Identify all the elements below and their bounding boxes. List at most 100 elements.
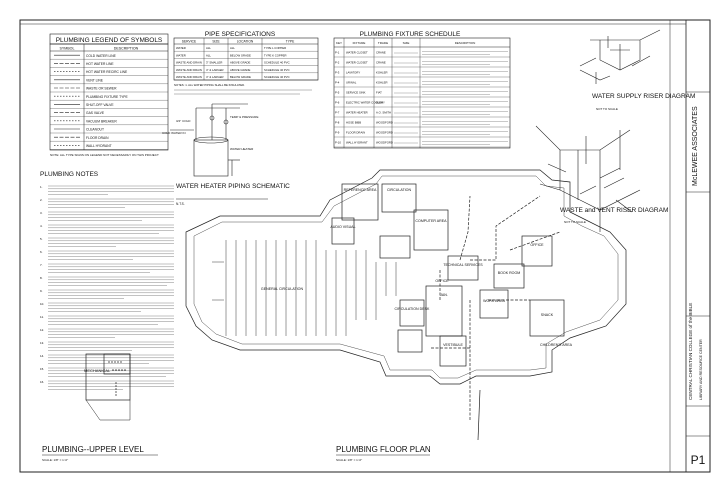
legend-description: VACUUM BREAKER: [86, 119, 117, 123]
fixture-cell: CRANE: [376, 61, 386, 65]
legend-description: WALL HYDRANT: [86, 144, 112, 148]
pipe-spec-cell: SCHEDULE 40 PVC: [264, 68, 290, 72]
waste-vent-riser: [535, 125, 641, 232]
water-supply-title: WATER SUPPLY RISER DIAGRAM: [592, 93, 695, 100]
fixture-schedule-title: PLUMBING FIXTURE SCHEDULE: [360, 31, 461, 38]
fixture-cell: SERVICE SINK: [346, 91, 366, 95]
firm-name: McLEWEE ASSOCIATES: [692, 106, 699, 186]
room-office-a: OFFICE: [435, 279, 449, 283]
water-heater-title: WATER HEATER PIPING SCHEMATIC: [176, 183, 290, 190]
note-number: 12.: [40, 328, 44, 332]
svg-text:3/4" COLD: 3/4" COLD: [176, 119, 191, 123]
pipe-spec-cell: SCHEDULE 40 PVC: [264, 61, 290, 65]
note-number: 1.: [40, 185, 43, 189]
fixture-cell: WOODFORD: [376, 121, 393, 125]
fixture-cell: A.O. SMITH: [376, 111, 391, 115]
floor-plan: [185, 169, 627, 441]
fixture-cell: WOODFORD: [376, 141, 393, 145]
note-number: 15.: [40, 367, 44, 371]
legend-description: GAS VALVE: [86, 111, 105, 115]
note-number: 6.: [40, 250, 43, 254]
fixture-cell: WATER CLOSET: [346, 61, 368, 65]
fixture-cell: FLOOR DRAIN: [346, 131, 365, 135]
room-work-area: WORK AREA: [483, 299, 505, 303]
waste-vent-title: WASTE and VENT RISER DIAGRAM: [560, 207, 668, 214]
pipe-spec-cell: TYPE L COPPER: [264, 46, 286, 50]
project-name: CENTRAL CHRISTIAN COLLEGE of the BIBLE: [688, 303, 693, 400]
floor-plan-title: PLUMBING FLOOR PLAN: [336, 445, 431, 454]
room-book-room: BOOK ROOM: [498, 271, 521, 275]
legend-col-description: DESCRIPTION: [114, 47, 139, 51]
room-circulation: CIRCULATION: [387, 188, 411, 192]
pipe-col-type: TYPE: [286, 40, 295, 44]
pipe-spec-cell: 3" SMALLER: [206, 61, 222, 65]
note-number: 11.: [40, 315, 44, 319]
upper-level-title: PLUMBING--UPPER LEVEL: [42, 445, 144, 454]
note-number: 9.: [40, 289, 43, 293]
svg-text:COLD WATER IN: COLD WATER IN: [162, 131, 186, 135]
fixture-col-trade: TRADE: [378, 41, 388, 45]
pipe-col-size: SIZE: [212, 40, 220, 44]
pipe-spec-cell: WATER: [176, 46, 186, 50]
pipe-spec-cell: BELOW GRADE: [230, 53, 251, 57]
fixture-col-size: SIZE: [403, 41, 410, 45]
pipe-spec-cell: TYPE K COPPER: [264, 53, 287, 57]
note-number: 10.: [40, 302, 44, 306]
pipe-spec-cell: ABOVE GRADE: [230, 61, 250, 65]
legend-description: COLD WATER LINE: [86, 54, 117, 58]
pipe-spec-cell: 4" & LARGER: [206, 75, 223, 79]
fixture-cell: P-1: [335, 51, 340, 55]
pipe-spec-cell: 4" & LARGER: [206, 68, 223, 72]
pipe-spec-cell: SCHEDULE 40 PVC: [264, 75, 290, 79]
pipe-spec-cell: ALL: [206, 46, 211, 50]
upper-level-scale: SCALE: 1/8" = 1'-0": [42, 458, 68, 462]
fixture-cell: URINAL: [346, 81, 357, 85]
fixture-cell: P-5: [335, 91, 340, 95]
fixture-cell: KOHLER: [376, 81, 388, 85]
room-snack: SNACK: [541, 313, 554, 317]
legend-description: FLOOR DRAIN: [86, 136, 109, 140]
project-subtitle: LIBRARY AND RESOURCE CENTER: [699, 339, 703, 400]
legend-table: PLUMBING LEGEND OF SYMBOLS SYMBOL DESCRI…: [49, 33, 169, 157]
water-supply-riser: [579, 29, 661, 84]
legend-description: HOT WATER RECIRC LINE: [86, 70, 128, 74]
fixture-cell: P-10: [335, 141, 341, 145]
legend-description: WASTE OR SEWER: [86, 87, 117, 91]
room-vestibule: VESTIBULE: [443, 343, 463, 347]
fixture-cell: P-3: [335, 71, 340, 75]
fixture-cell: WATER CLOSET: [346, 51, 368, 55]
room-audio-visual: AUDIO VISUAL: [330, 225, 355, 229]
room-jan: JAN.: [440, 293, 448, 297]
fixture-cell: CRANE: [376, 51, 386, 55]
fixture-cell: P-8: [335, 121, 340, 125]
room-general-circulation: GENERAL CIRCULATION: [261, 287, 304, 291]
pipe-spec-cell: ABOVE GRADE: [230, 68, 250, 72]
pipe-spec-cell: BELOW GRADE: [230, 75, 251, 79]
pipe-spec-note: NOTES: 1. ALL WATER PIPING SHALL BE INSU…: [174, 83, 245, 87]
upper-level-plan: [85, 353, 131, 421]
legend-description: VENT LINE: [86, 78, 104, 82]
svg-text:WATER HEATER: WATER HEATER: [230, 147, 254, 151]
note-number: 16.: [40, 380, 44, 384]
note-number: 8.: [40, 276, 43, 280]
room-mechanical: MECHANICAL: [84, 368, 111, 373]
legend-description: PLUMBING FIXTURE TYPE: [86, 95, 129, 99]
water-heater-nts: N.T.S.: [176, 202, 185, 206]
sheet-number: P1: [691, 453, 706, 467]
note-number: 2.: [40, 198, 43, 202]
fixture-cell: WOODFORD: [376, 131, 393, 135]
fixture-cell: WALL HYDRANT: [346, 141, 368, 145]
pipe-spec-cell: ALL: [206, 53, 211, 57]
legend-description: SHUT-OFF VALVE: [86, 103, 114, 107]
note-number: 4.: [40, 224, 43, 228]
pipe-specifications-table: PIPE SPECIFICATIONS SERVICE SIZE LOCATIO…: [173, 31, 319, 95]
note-number: 13.: [40, 341, 44, 345]
note-number: 3.: [40, 211, 43, 215]
pipe-spec-title: PIPE SPECIFICATIONS: [205, 31, 276, 38]
water-supply-nts: NOT TO SCALE: [596, 107, 618, 111]
notes-title: PLUMBING NOTES: [40, 171, 99, 178]
fixture-cell: ELECTRIC WATER COOLER: [346, 101, 383, 105]
legend-title: PLUMBING LEGEND OF SYMBOLS: [56, 37, 163, 44]
note-number: 14.: [40, 354, 44, 358]
